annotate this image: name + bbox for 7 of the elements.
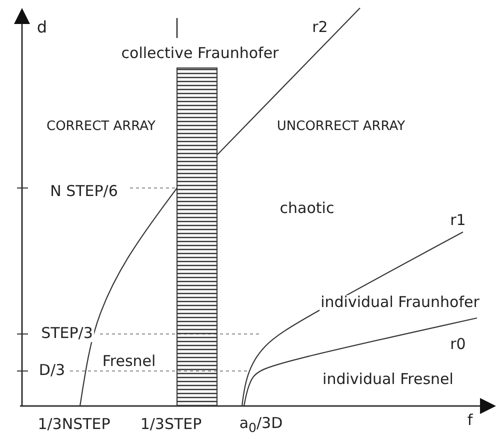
region-label: individual Fraunhofer [320,295,480,311]
tick-label: STEP/3 [40,326,94,342]
tick-label: a$_{0}$/3D [238,416,284,434]
tick-label: N STEP/6 [49,184,119,200]
tick-label: 1/3NSTEP [36,417,112,433]
tick-label: 1/3STEP [139,417,203,433]
tick-label: D/3 [38,363,66,379]
